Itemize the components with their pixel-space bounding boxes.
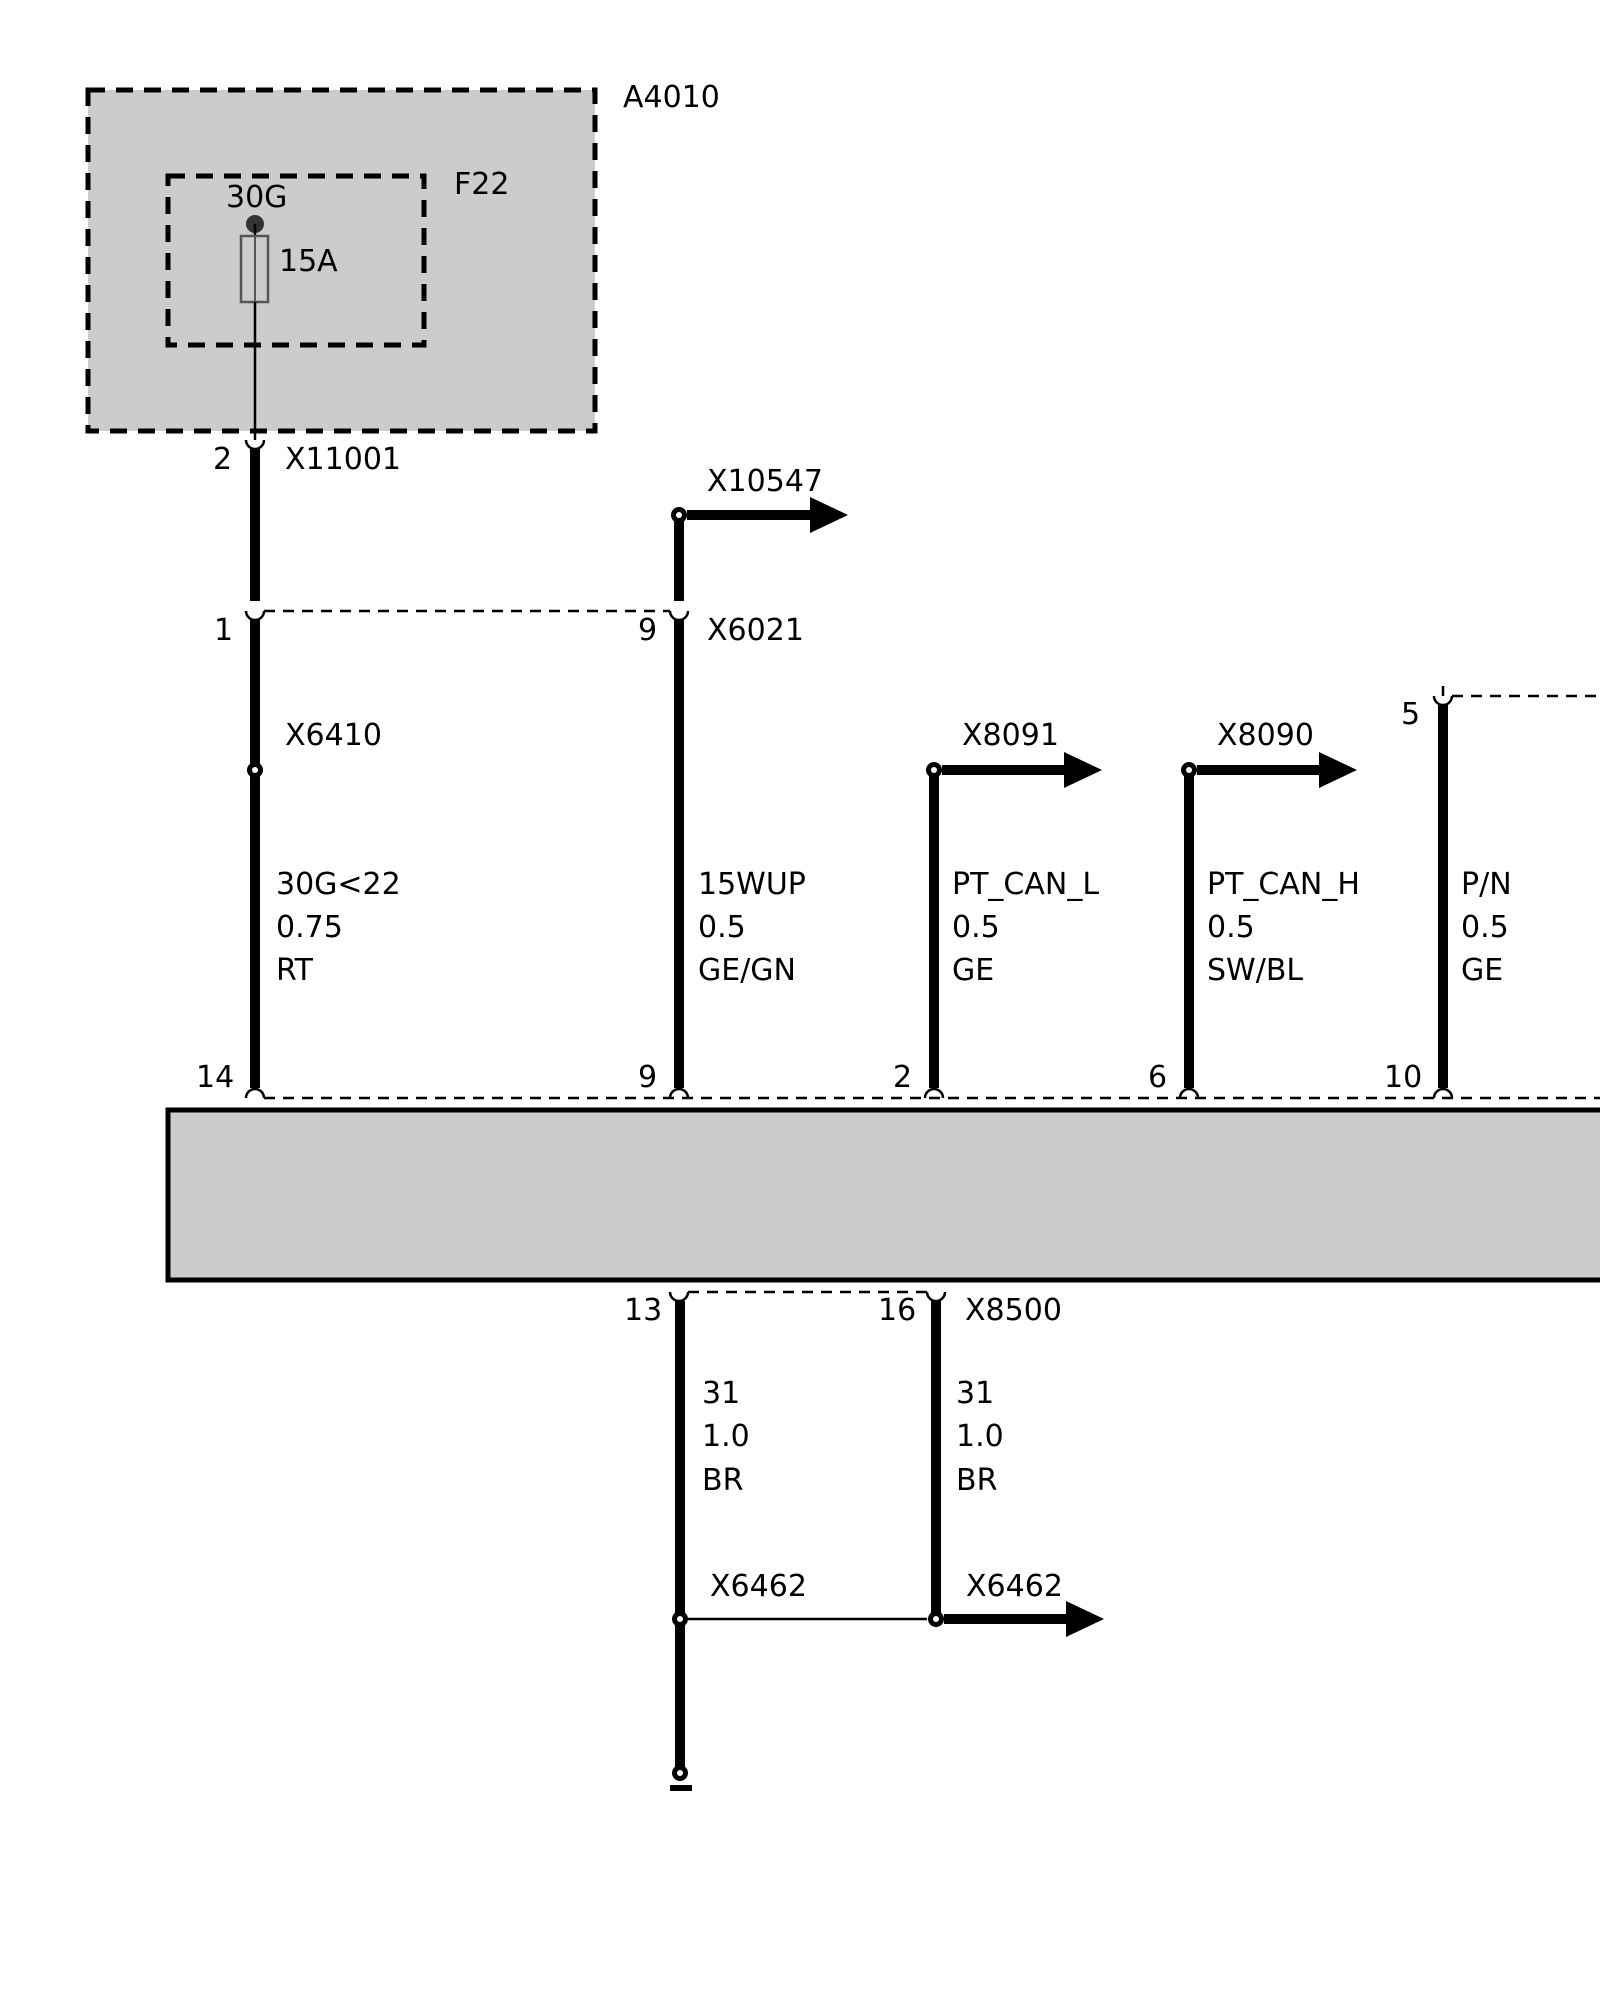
connector-x10547-arrow-icon — [810, 497, 848, 533]
pin-9-icon — [668, 1087, 690, 1099]
ground-icon — [670, 1785, 692, 1791]
connector-x10547-dot-core — [676, 512, 682, 518]
wire-30g[interactable]: X6410 30G<22 0.75 RT — [247, 620, 401, 1088]
wire-pt-can-l-signal: PT_CAN_L — [952, 867, 1099, 902]
connector-x6462-a-label: X6462 — [710, 1569, 807, 1604]
wire-30g-gauge: 0.75 — [276, 910, 343, 945]
connector-x8091-arrow-icon — [1064, 752, 1102, 788]
module-a4010[interactable]: A4010 — [85, 80, 720, 434]
connector-x8500[interactable]: 13 16 X8500 — [624, 1290, 1062, 1328]
ground-wire-a-gauge: 1.0 — [702, 1419, 750, 1454]
connector-x8091-dot-core — [931, 767, 937, 773]
control-unit-top-connector[interactable]: 14 9 2 6 10 — [196, 1060, 1600, 1100]
pin-10-icon — [1432, 1087, 1454, 1099]
pin-2-label: 2 — [893, 1060, 912, 1095]
pin-9-label: 9 — [638, 1060, 657, 1095]
connector-x6021[interactable]: 1 9 X6021 — [214, 609, 804, 648]
connector-x11001-label: X11001 — [285, 442, 401, 477]
wire-p-n[interactable]: 5 P/N 0.5 GE — [1401, 686, 1600, 1088]
connector-x11001-pin-icon — [244, 439, 266, 451]
connector-x8090-label: X8090 — [1217, 718, 1314, 753]
connector-x8500-label: X8500 — [965, 1293, 1062, 1328]
pin-6-label: 6 — [1148, 1060, 1167, 1095]
wire-p-n-signal: P/N — [1461, 867, 1512, 902]
ground-wire-b[interactable]: 31 1.0 BR X6462 — [928, 1301, 1104, 1637]
connector-x10547-label: X10547 — [707, 464, 823, 499]
connector-x6410-dot-core — [252, 767, 258, 773]
fuse-terminal-label: 30G — [226, 180, 287, 215]
wire-30g-signal: 30G<22 — [276, 867, 401, 902]
ground-wire-b-color: BR — [956, 1463, 997, 1498]
wire-15wup-signal: 15WUP — [698, 867, 806, 902]
ground-end-dot-core — [677, 1770, 683, 1776]
wire-15wup-gauge: 0.5 — [698, 910, 746, 945]
fuse-rating-label: 15A — [279, 244, 338, 279]
ground-wire-a-signal: 31 — [702, 1376, 740, 1411]
connector-x11001-pin-label: 2 — [213, 442, 232, 477]
connector-x6462-b-dot-core — [933, 1616, 939, 1622]
wire-15wup[interactable]: X10547 15WUP 0.5 GE/GN — [671, 464, 848, 1088]
connector-x6021-pin-b-icon — [668, 610, 690, 622]
wire-pt-can-l[interactable]: X8091 PT_CAN_L 0.5 GE — [926, 718, 1102, 1088]
connector-x6021-pin-b-label: 9 — [638, 613, 657, 648]
connector-x6410-label: X6410 — [285, 718, 382, 753]
wire-pt-can-h-color: SW/BL — [1207, 953, 1303, 988]
fuse-f22-label: F22 — [454, 167, 509, 202]
pin-14-icon — [244, 1087, 266, 1099]
connector-x6462-b-arrow-icon — [1066, 1601, 1104, 1637]
connector-x8500-pin-b-icon — [925, 1291, 947, 1303]
ground-wire-b-gauge: 1.0 — [956, 1419, 1004, 1454]
wire-pt-can-l-gauge: 0.5 — [952, 910, 1000, 945]
control-unit-box[interactable] — [165, 1107, 1600, 1283]
module-a4010-label: A4010 — [623, 80, 720, 115]
connector-x6462-a-dot-core — [677, 1616, 683, 1622]
wire-p-n-gauge: 0.5 — [1461, 910, 1509, 945]
connector-x8500-pin-a-label: 13 — [624, 1293, 662, 1328]
wire-pt-can-h-gauge: 0.5 — [1207, 910, 1255, 945]
connector-x8500-pin-a-icon — [668, 1291, 690, 1303]
pin-10-label: 10 — [1384, 1060, 1422, 1095]
connector-x8090-arrow-icon — [1319, 752, 1357, 788]
ground-wire-a[interactable]: 31 1.0 BR X6462 — [670, 1301, 807, 1791]
pin-6-icon — [1178, 1087, 1200, 1099]
wire-15wup-color: GE/GN — [698, 953, 796, 988]
module-a4010-box — [85, 87, 598, 434]
wire-pt-can-h-signal: PT_CAN_H — [1207, 867, 1360, 902]
connector-x8091-label: X8091 — [962, 718, 1059, 753]
connector-pin5-label: 5 — [1401, 697, 1420, 732]
ground-wire-b-signal: 31 — [956, 1376, 994, 1411]
ground-wire-a-color: BR — [702, 1463, 743, 1498]
connector-x6021-pin-a-label: 1 — [214, 613, 233, 648]
connector-x8500-pin-b-label: 16 — [878, 1293, 916, 1328]
pin-14-label: 14 — [196, 1060, 234, 1095]
connector-pin5-icon — [1432, 695, 1454, 707]
connector-x6021-label: X6021 — [707, 613, 804, 648]
fuse-f22[interactable]: F22 30G 15A — [165, 167, 509, 440]
connector-x6462-b-label: X6462 — [966, 1569, 1063, 1604]
pin-2-icon — [923, 1087, 945, 1099]
connector-x6021-pin-a-icon — [244, 610, 266, 622]
wire-pt-can-h[interactable]: X8090 PT_CAN_H 0.5 SW/BL — [1181, 718, 1360, 1088]
wire-pt-can-l-color: GE — [952, 953, 994, 988]
wire-30g-color: RT — [276, 953, 314, 988]
connector-x11001[interactable]: 2 X11001 — [213, 439, 401, 477]
connector-x8090-dot-core — [1186, 767, 1192, 773]
fuse-f22-box — [165, 173, 427, 348]
wire-p-n-color: GE — [1461, 953, 1503, 988]
